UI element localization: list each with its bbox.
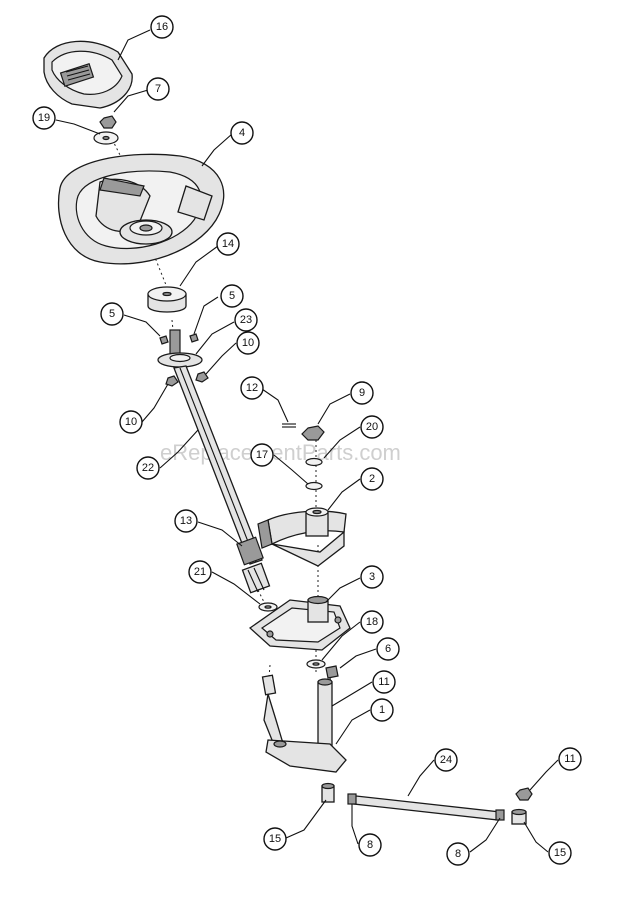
callout-23[interactable]: 23 bbox=[234, 308, 258, 332]
steering-bracket-part[interactable] bbox=[248, 595, 351, 651]
callout-11-upper[interactable]: 11 bbox=[372, 670, 396, 694]
tie-rod-part[interactable] bbox=[353, 795, 501, 821]
callout-11-lower-label: 11 bbox=[564, 753, 575, 765]
callout-20[interactable]: 20 bbox=[360, 415, 384, 439]
watermark-text: eReplacementParts.com bbox=[160, 440, 401, 465]
callout-15-left[interactable]: 15 bbox=[263, 827, 287, 851]
callout-3-label: 3 bbox=[369, 571, 375, 583]
tie-rod-end-right-part[interactable] bbox=[511, 808, 527, 825]
callout-19-label: 19 bbox=[38, 112, 50, 124]
cotter-pin-part[interactable] bbox=[282, 423, 296, 428]
callout-22-label: 22 bbox=[142, 462, 154, 474]
callout-6-label: 6 bbox=[385, 643, 391, 655]
leader-lines bbox=[55, 29, 559, 853]
callout-7-label: 7 bbox=[155, 83, 161, 95]
callout-11-lower[interactable]: 11 bbox=[558, 747, 582, 771]
callout-18[interactable]: 18 bbox=[360, 610, 384, 634]
callout-5-right-label: 5 bbox=[229, 290, 235, 302]
callout-13[interactable]: 13 bbox=[174, 509, 198, 533]
pinion-washer-part[interactable] bbox=[258, 602, 278, 612]
callout-20-label: 20 bbox=[366, 421, 378, 433]
callout-5-right[interactable]: 5 bbox=[220, 284, 244, 308]
callout-2-label: 2 bbox=[369, 473, 375, 485]
callout-17-label: 17 bbox=[256, 449, 268, 461]
callout-10-right-label: 10 bbox=[242, 337, 254, 349]
callout-7[interactable]: 7 bbox=[146, 77, 170, 101]
callout-2[interactable]: 2 bbox=[360, 467, 384, 491]
nut-left-part[interactable] bbox=[165, 375, 179, 387]
callout-5-left-label: 5 bbox=[109, 308, 115, 320]
callout-10-left[interactable]: 10 bbox=[119, 410, 143, 434]
sector-washer-lower-part[interactable] bbox=[305, 481, 323, 491]
sector-washer-upper-part[interactable] bbox=[305, 457, 323, 467]
wheel-spacer-part[interactable] bbox=[147, 286, 187, 313]
callout-19[interactable]: 19 bbox=[32, 106, 56, 130]
bolt-left-part[interactable] bbox=[159, 335, 169, 345]
cap-nut-part[interactable] bbox=[99, 115, 117, 129]
callout-22[interactable]: 22 bbox=[136, 456, 160, 480]
pinion-gear-part[interactable] bbox=[236, 536, 271, 594]
bolt-right-part[interactable] bbox=[189, 333, 199, 343]
callout-14[interactable]: 14 bbox=[216, 232, 240, 256]
callout-4-label: 4 bbox=[239, 127, 245, 139]
callout-1-label: 1 bbox=[379, 704, 385, 716]
callout-8-right-label: 8 bbox=[455, 848, 461, 860]
callout-21[interactable]: 21 bbox=[188, 560, 212, 584]
callout-24-label: 24 bbox=[440, 754, 452, 766]
callout-17[interactable]: 17 bbox=[250, 443, 274, 467]
callout-9[interactable]: 9 bbox=[350, 381, 374, 405]
callout-12-label: 12 bbox=[246, 382, 258, 394]
callout-15-right[interactable]: 15 bbox=[548, 841, 572, 865]
callout-10-right[interactable]: 10 bbox=[236, 331, 260, 355]
callout-15-left-label: 15 bbox=[269, 833, 281, 845]
callout-16[interactable]: 16 bbox=[150, 15, 174, 39]
callout-11-upper-label: 11 bbox=[378, 676, 389, 688]
steering-shaft-part[interactable] bbox=[173, 365, 263, 565]
callout-8-left-label: 8 bbox=[367, 839, 373, 851]
ball-joint-left-part[interactable] bbox=[347, 793, 357, 805]
sector-nut-part[interactable] bbox=[301, 425, 325, 441]
sector-gear-part[interactable] bbox=[257, 507, 347, 567]
steering-arm-part[interactable] bbox=[261, 674, 347, 773]
callout-18-label: 18 bbox=[366, 616, 378, 628]
ball-joint-right-part[interactable] bbox=[495, 809, 505, 821]
callout-14-label: 14 bbox=[222, 238, 234, 250]
steering-cap-part[interactable] bbox=[43, 40, 133, 109]
callout-23-label: 23 bbox=[240, 314, 252, 326]
callout-13-label: 13 bbox=[180, 515, 192, 527]
callout-8-right[interactable]: 8 bbox=[446, 842, 470, 866]
tie-rod-nut-part[interactable] bbox=[515, 787, 533, 801]
cap-washer-part[interactable] bbox=[93, 131, 119, 145]
callout-8-left[interactable]: 8 bbox=[358, 833, 382, 857]
callout-12[interactable]: 12 bbox=[240, 376, 264, 400]
callout-24[interactable]: 24 bbox=[434, 748, 458, 772]
callout-9-label: 9 bbox=[359, 387, 365, 399]
callout-5-left[interactable]: 5 bbox=[100, 302, 124, 326]
callout-21-label: 21 bbox=[194, 566, 206, 578]
steering-wheel-part[interactable] bbox=[57, 153, 225, 265]
callout-6[interactable]: 6 bbox=[376, 637, 400, 661]
callout-16-label: 16 bbox=[156, 21, 168, 33]
callout-1[interactable]: 1 bbox=[370, 698, 394, 722]
callout-4[interactable]: 4 bbox=[230, 121, 254, 145]
callout-3[interactable]: 3 bbox=[360, 565, 384, 589]
tie-rod-end-left-part[interactable] bbox=[321, 782, 335, 803]
bracket-washer-part[interactable] bbox=[306, 659, 326, 669]
nut-right-part[interactable] bbox=[195, 371, 209, 383]
callout-10-left-label: 10 bbox=[125, 416, 137, 428]
callout-15-right-label: 15 bbox=[554, 847, 566, 859]
